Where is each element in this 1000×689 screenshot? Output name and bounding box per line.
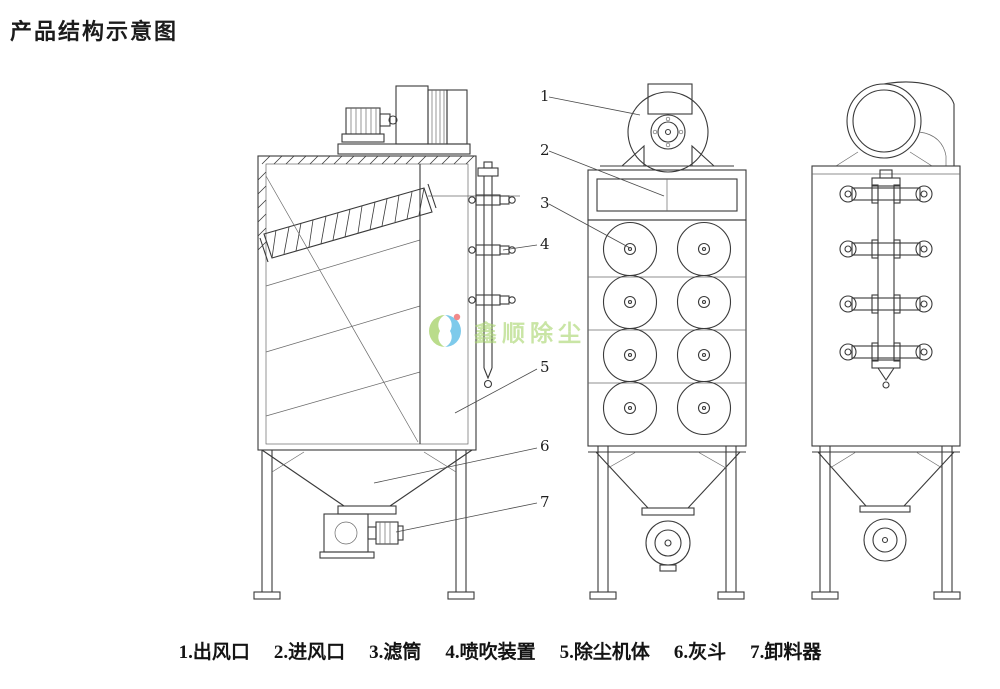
cartridge-side xyxy=(839,169,933,389)
callout-1: 1 xyxy=(540,87,641,116)
legend-item-7: 7.卸料器 xyxy=(750,642,822,663)
svg-text:1: 1 xyxy=(540,87,550,105)
cartridge-circles xyxy=(602,221,732,436)
pulse-pipe-assembly xyxy=(428,161,520,389)
legend-item-2: 2.进风口 xyxy=(273,642,346,663)
wall-hatch xyxy=(257,171,267,251)
callout-7: 7 xyxy=(395,493,550,533)
callout-3: 3 xyxy=(540,194,631,249)
pulse-jet-2 xyxy=(468,244,516,256)
rotary-valve-side xyxy=(863,518,907,562)
legs-side-view xyxy=(811,446,961,600)
legend-item-1: 1.出风口 xyxy=(178,642,250,663)
hopper-side xyxy=(812,451,960,513)
roof-hatch xyxy=(261,155,475,165)
clamp-row-2 xyxy=(839,239,933,259)
rotary-valve-left xyxy=(319,513,404,559)
page-title: 产品结构示意图 xyxy=(10,19,179,44)
callout-4: 4 xyxy=(502,235,550,253)
legend-item-4: 4.喷吹装置 xyxy=(445,642,536,663)
callout-5: 5 xyxy=(454,358,550,414)
hopper-left xyxy=(261,449,473,515)
legend-item-5: 5.除尘机体 xyxy=(559,642,650,663)
svg-text:6: 6 xyxy=(540,437,550,455)
fan-side xyxy=(835,81,955,167)
legend-item-6: 6.灰斗 xyxy=(673,642,727,663)
svg-text:4: 4 xyxy=(540,235,550,253)
filter-body-side xyxy=(811,165,961,447)
legend: 1.出风口 2.进风口 3.滤筒 4.喷吹装置 5.除尘机体 6.灰斗 7.卸料… xyxy=(0,637,1000,664)
clamp-row-1 xyxy=(839,184,933,204)
callout-6: 6 xyxy=(373,437,550,484)
svg-text:3: 3 xyxy=(540,194,550,212)
clamp-row-3 xyxy=(839,294,933,314)
legs-left-view xyxy=(253,450,475,600)
svg-text:7: 7 xyxy=(540,493,550,511)
pulse-jet-3 xyxy=(468,294,516,306)
front-view xyxy=(587,83,747,600)
filter-body-front xyxy=(587,219,747,447)
side-view-left xyxy=(253,85,520,600)
pulse-jet-1 xyxy=(468,194,516,206)
callouts: 1 2 3 4 5 xyxy=(373,87,665,533)
legend-item-3: 3.滤筒 xyxy=(369,642,422,663)
plenum-box xyxy=(587,169,747,221)
fan-front xyxy=(600,83,734,173)
svg-text:2: 2 xyxy=(540,141,550,159)
hopper-front xyxy=(588,451,746,516)
clamp-row-4 xyxy=(839,342,933,362)
legs-front-view xyxy=(589,446,745,600)
svg-text:5: 5 xyxy=(540,358,550,376)
callout-2: 2 xyxy=(540,141,665,197)
slanted-cartridge xyxy=(259,183,437,263)
rotary-valve-front xyxy=(645,520,691,572)
side-view-right xyxy=(811,81,961,600)
